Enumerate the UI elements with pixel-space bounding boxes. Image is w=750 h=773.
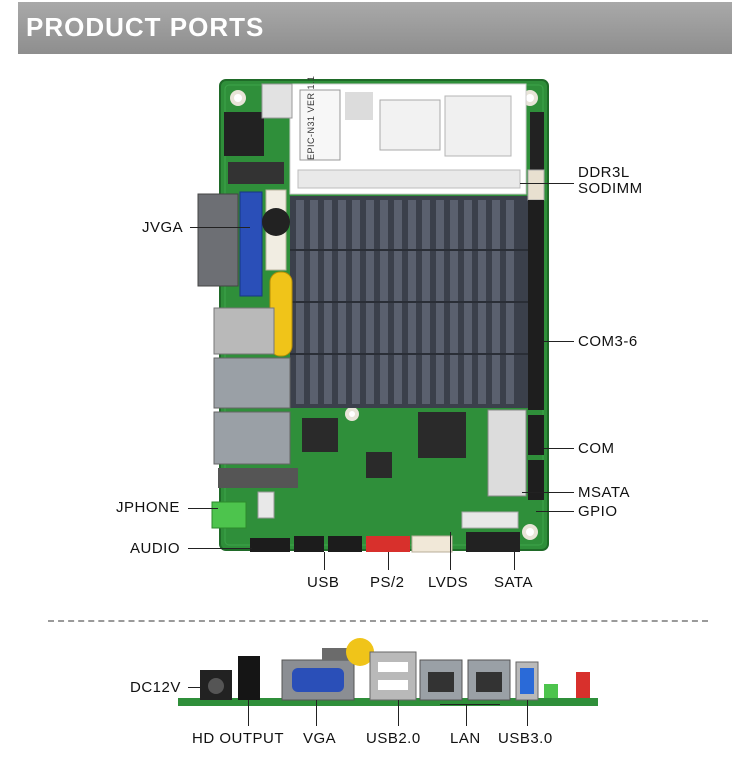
leader-dc12v [188,687,202,688]
label-msata: MSATA [578,484,630,501]
section-divider [48,620,708,622]
label-jvga: JVGA [142,219,184,236]
lan-port-2 [213,411,291,465]
leader-lan-bar [440,704,500,705]
label-lan: LAN [450,730,481,747]
jphone-connector [211,501,247,529]
leader-usb30 [527,700,528,726]
usb-header-2 [328,536,362,552]
leader-msata [522,492,574,493]
leader-jvga [190,227,250,228]
leader-vga [316,700,317,726]
leader-com [544,448,574,449]
sata-connector [466,532,520,552]
com-header [528,415,544,455]
leader-gpio [536,511,574,512]
leader-lvds [450,532,451,570]
section-title: PRODUCT PORTS [26,12,265,42]
label-audio: AUDIO [130,540,181,557]
dc-jack [224,112,264,156]
lan-port-1 [213,357,291,409]
label-hd-output: HD OUTPUT [192,730,284,747]
board-model-text: EPIC-N31 VER 1.1 [306,75,316,160]
label-lvds: LVDS [428,574,469,591]
label-usb30: USB3.0 [498,730,553,747]
leader-audio [188,548,252,549]
buzzer [262,208,290,236]
leader-ps2 [388,552,389,570]
lvds-connector [411,535,453,553]
vga-port [197,193,239,287]
label-com: COM [578,440,615,457]
label-usb: USB [307,574,340,591]
jvga-connector [239,191,263,297]
leader-usb [324,552,325,570]
label-usb20: USB2.0 [366,730,421,747]
label-ps2: PS/2 [370,574,405,591]
section-banner: PRODUCT PORTS [18,2,732,54]
label-gpio: GPIO [578,503,618,520]
msata-slot [487,409,527,497]
usb-header-1 [294,536,324,552]
com3-6-header [528,200,544,410]
label-vga: VGA [303,730,337,747]
ps2-header [366,536,410,552]
label-com36: COM3-6 [578,333,638,350]
label-jphone: JPHONE [116,499,180,516]
label-sata: SATA [494,574,533,591]
label-ddr3l: DDR3L [578,164,630,181]
leader-lan [466,704,467,726]
leader-hd-output [248,700,249,726]
label-sodimm: SODIMM [578,180,643,197]
leader-com36 [544,341,574,342]
leader-jphone [188,508,218,509]
leader-usb20 [398,700,399,726]
usb-stack [213,307,275,355]
label-dc12v: DC12V [130,679,181,696]
leader-sata [514,552,515,570]
gpio-header [528,460,544,500]
leader-ddr3l [520,183,574,184]
